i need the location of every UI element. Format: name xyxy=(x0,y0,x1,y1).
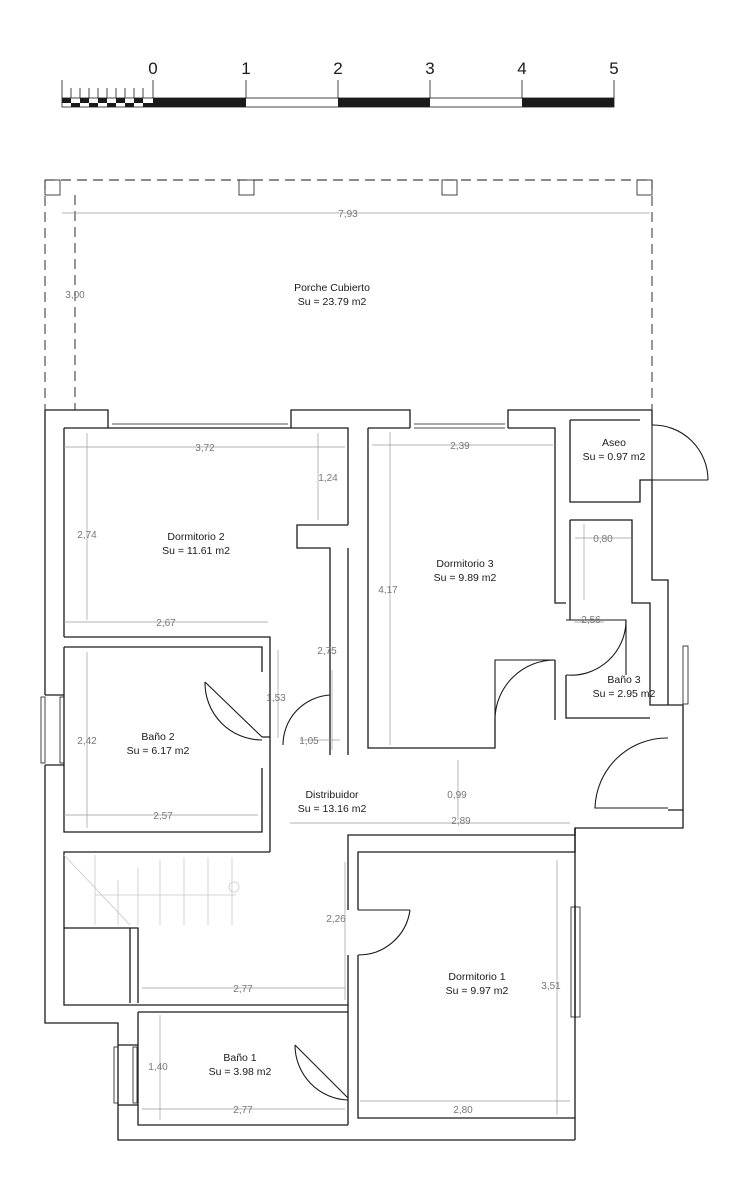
room-area-distribuidor: Su = 13.16 m2 xyxy=(298,803,367,815)
room-area-bano-1: Su = 3.98 m2 xyxy=(209,1066,272,1078)
dim-d3-width: 2,39 xyxy=(450,441,470,452)
door-bano-1 xyxy=(294,1044,349,1101)
windows xyxy=(40,645,689,1104)
room-area-aseo: Su = 0.97 m2 xyxy=(583,451,646,463)
dim-stair-width: 2,77 xyxy=(233,984,253,995)
room-name-dormitorio-2: Dormitorio 2 xyxy=(167,531,224,543)
dim-d2-width: 3,72 xyxy=(195,443,215,454)
dim-hall-short: 0,99 xyxy=(447,790,467,801)
room-name-bano-3: Baño 3 xyxy=(607,674,640,686)
room-name-bano-1: Baño 1 xyxy=(223,1052,256,1064)
dim-porche-depth: 3,00 xyxy=(65,290,85,301)
room-area-dormitorio-1: Su = 9.97 m2 xyxy=(446,985,509,997)
room-area-dormitorio-3: Su = 9.89 m2 xyxy=(434,572,497,584)
room-name-distribuidor: Distribuidor xyxy=(305,789,359,801)
room-name-dormitorio-3: Dormitorio 3 xyxy=(436,558,493,570)
dim-b2-door: 1,53 xyxy=(266,693,286,704)
dim-hall-vertical: 2,75 xyxy=(317,646,337,657)
door-dormitorio-3 xyxy=(494,659,556,719)
door-bano-2 xyxy=(204,681,263,741)
dim-porche-width: 7,93 xyxy=(338,209,358,220)
door-dormitorio-1 xyxy=(357,909,411,956)
stair xyxy=(63,854,346,1003)
dim-d2-depth: 2,74 xyxy=(77,530,97,541)
room-bano-1: Baño 1 Su = 3.98 m2 xyxy=(118,1011,348,1126)
room-dormitorio-3: Dormitorio 3 Su = 9.89 m2 xyxy=(367,423,566,749)
room-name-porche: Porche Cubierto xyxy=(294,282,370,294)
room-area-dormitorio-2: Su = 11.61 m2 xyxy=(162,545,230,557)
scale-label-2: 2 xyxy=(333,59,342,78)
scale-label-0: 0 xyxy=(148,59,157,78)
room-distribuidor: Distribuidor Su = 13.16 m2 xyxy=(63,670,576,1125)
room-area-bano-3: Su = 2.95 m2 xyxy=(593,688,656,700)
porch-outline xyxy=(44,179,653,410)
room-area-porche: Su = 23.79 m2 xyxy=(298,296,367,308)
scale-label-4: 4 xyxy=(517,59,526,78)
door-dormitorio-2 xyxy=(282,694,331,746)
dim-d2-lower-width: 2,67 xyxy=(156,618,176,629)
outer-walls xyxy=(44,409,684,1141)
doors xyxy=(204,424,709,1101)
room-bano-3: Baño 3 Su = 2.95 m2 xyxy=(565,519,668,719)
room-name-dormitorio-1: Dormitorio 1 xyxy=(448,971,505,983)
dim-b1-width: 2,77 xyxy=(233,1105,253,1116)
dim-b1-depth: 1,40 xyxy=(148,1062,168,1073)
dim-d1-depth: 3,51 xyxy=(541,981,561,992)
dimension-labels: 7,93 3,00 3,72 1,24 2,74 2,67 2,39 4,17 … xyxy=(65,209,613,1116)
dim-hall-width: 2,89 xyxy=(451,816,471,827)
dim-b3-width: 2,56 xyxy=(581,615,601,626)
dim-b2-depth: 2,42 xyxy=(77,736,97,747)
dim-stair-height: 2,26 xyxy=(326,914,346,925)
dim-d3-depth: 4,17 xyxy=(378,585,398,596)
window-bano-2 xyxy=(40,696,46,764)
dim-b3-width-top: 0,80 xyxy=(593,534,613,545)
scale-bar: 0 1 2 3 4 5 xyxy=(61,59,619,108)
room-name-aseo: Aseo xyxy=(602,437,626,449)
dim-b2-width: 2,57 xyxy=(153,811,173,822)
scale-label-5: 5 xyxy=(609,59,618,78)
dim-d1-width: 2,80 xyxy=(453,1105,473,1116)
scale-label-3: 3 xyxy=(425,59,434,78)
room-aseo: Aseo Su = 0.97 m2 xyxy=(569,419,652,503)
dim-hall-narrow: 1,05 xyxy=(299,736,319,747)
room-name-bano-2: Baño 2 xyxy=(141,731,174,743)
door-aseo xyxy=(651,424,709,481)
door-bano-3 xyxy=(565,619,627,676)
room-area-bano-2: Su = 6.17 m2 xyxy=(127,745,190,757)
window-dormitorio-1 xyxy=(574,906,581,1018)
scale-label-1: 1 xyxy=(241,59,250,78)
room-dormitorio-2: Dormitorio 2 Su = 11.61 m2 xyxy=(64,423,349,755)
door-exterior xyxy=(594,737,669,809)
window-bano-3 xyxy=(682,645,689,705)
window-bano-1 xyxy=(113,1046,119,1104)
dim-d2-closet: 1,24 xyxy=(318,473,338,484)
